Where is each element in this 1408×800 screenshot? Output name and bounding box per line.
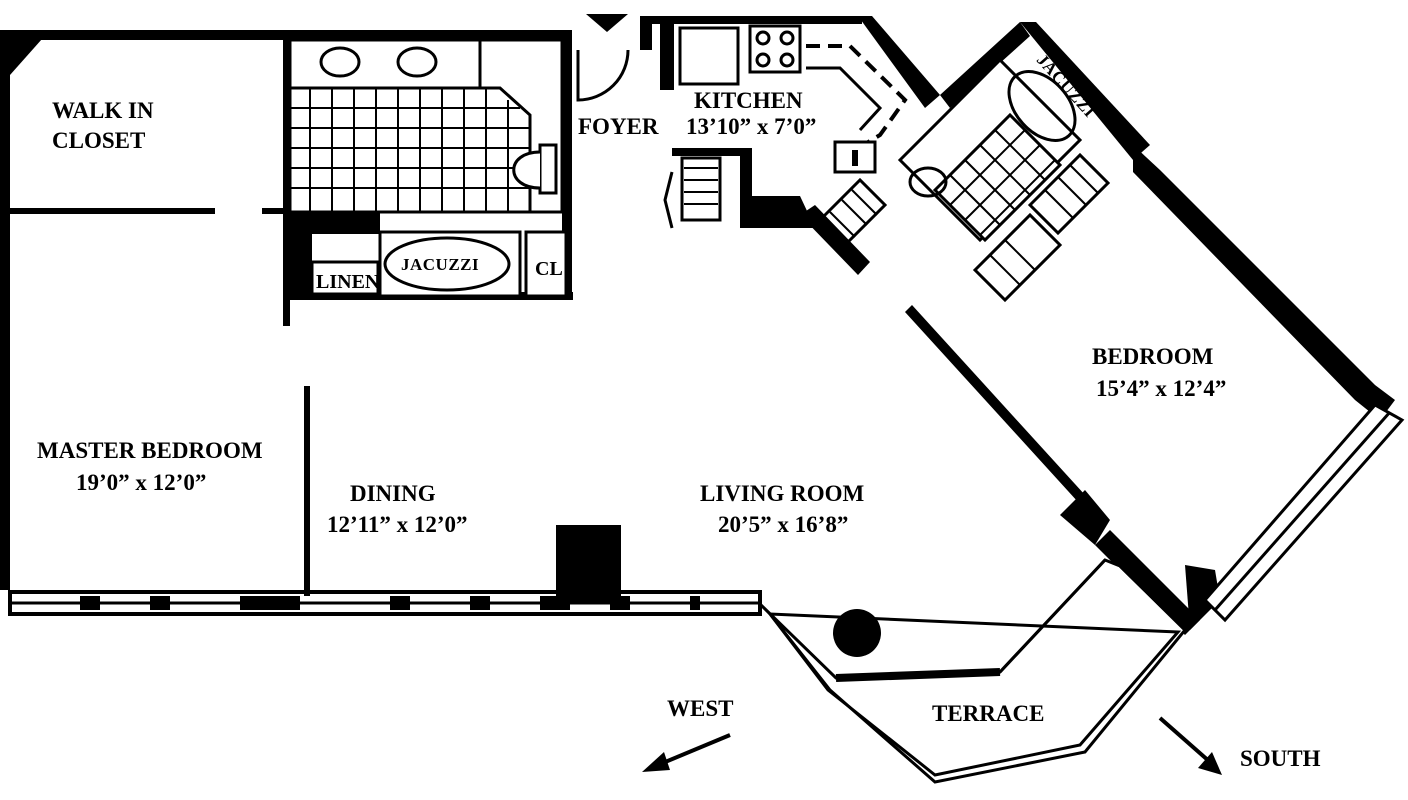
west-label: WEST <box>667 696 733 721</box>
foyer-label: FOYER <box>578 114 659 139</box>
jacuzzi-label-master: JACUZZI <box>401 255 479 274</box>
exterior-walls <box>0 30 881 657</box>
bedroom-wing <box>758 22 1405 784</box>
master-bedroom-dims: 19’0” x 12’0” <box>76 470 206 495</box>
entry-arrow-icon <box>586 14 628 32</box>
refrigerator <box>678 26 740 86</box>
toilet-icon <box>512 143 558 195</box>
master-bedroom-label: MASTER BEDROOM <box>37 438 263 463</box>
closet-label: CL <box>535 258 563 280</box>
entry-door-swing <box>576 49 630 102</box>
linen-label: LINEN <box>316 271 380 293</box>
master-bathroom <box>288 38 568 298</box>
jacuzzi-tub-bedroom <box>1007 70 1077 142</box>
walk-in-closet-label-1: WALK IN <box>52 98 154 123</box>
foyer-entry <box>576 14 862 102</box>
sink-right <box>396 46 438 78</box>
jacuzzi-tub-master <box>383 236 511 292</box>
kitchen-dims: 13’10” x 7’0” <box>686 114 816 139</box>
structural-column <box>556 525 621 603</box>
round-column <box>833 609 881 657</box>
terrace-label: TERRACE <box>932 701 1044 726</box>
kitchen-sink <box>833 140 877 174</box>
tile-floor-bedroom-bath <box>932 112 1063 243</box>
bedroom-dims: 15’4” x 12’4” <box>1096 376 1226 401</box>
kitchen-label: KITCHEN <box>694 88 803 113</box>
bedroom-label: BEDROOM <box>1092 344 1214 369</box>
west-arrow-icon <box>642 752 670 772</box>
living-room-dims: 20’5” x 16’8” <box>718 512 848 537</box>
kitchen-fixtures <box>660 16 940 229</box>
sink-left <box>319 46 361 78</box>
compass-arrows <box>642 716 1222 775</box>
stove-icon <box>748 24 802 74</box>
south-arrow-icon <box>1198 752 1222 775</box>
dining-dims: 12’11” x 12’0” <box>327 512 468 537</box>
living-room-label: LIVING ROOM <box>700 481 864 506</box>
walk-in-closet-label-2: CLOSET <box>52 128 145 153</box>
south-label: SOUTH <box>1240 746 1321 771</box>
tile-floor <box>288 86 532 214</box>
dining-label: DINING <box>350 481 436 506</box>
